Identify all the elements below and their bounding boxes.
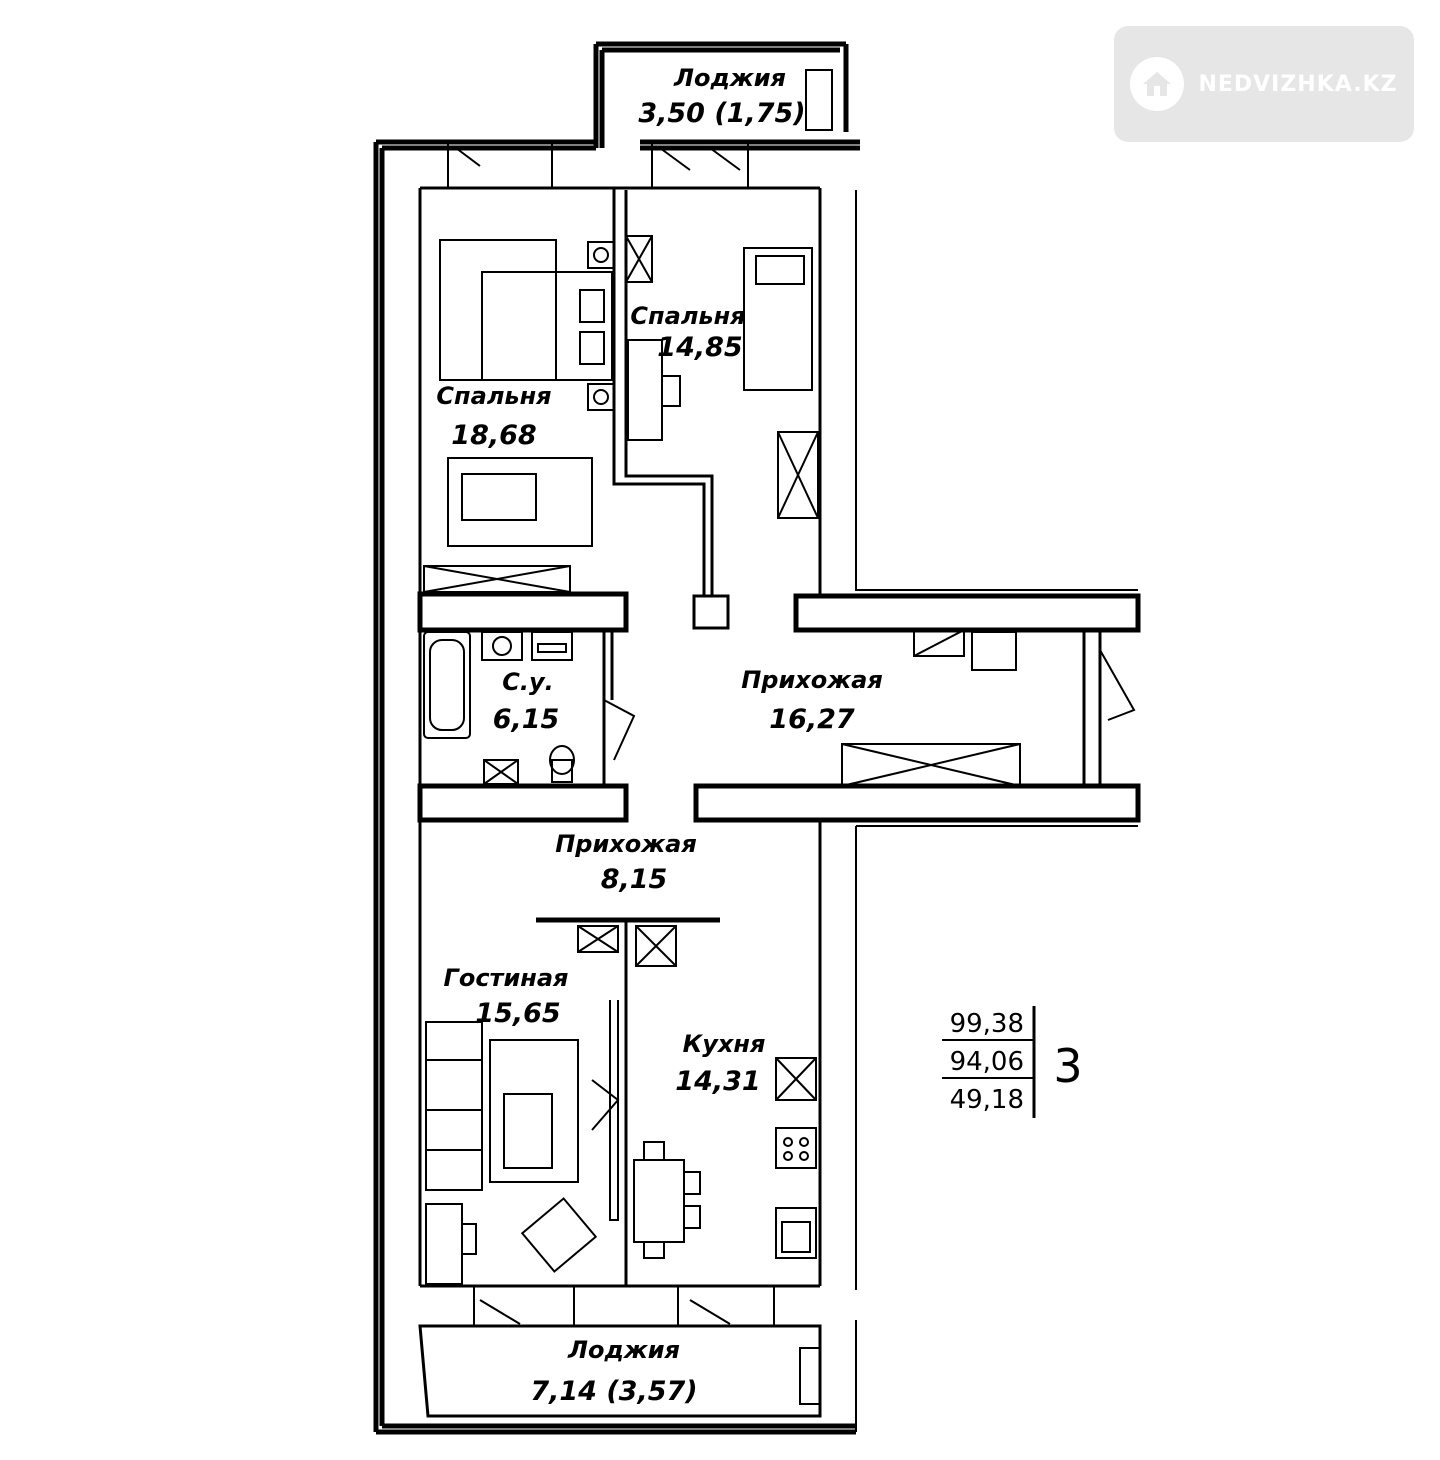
hall-small-name: Прихожая (555, 830, 697, 858)
windows (447, 69, 833, 1405)
living-area: 49,18 (950, 1085, 1024, 1115)
house-icon (1130, 57, 1185, 111)
watermark-brand: NEDVIZHKA.KZ (1198, 71, 1398, 97)
reduced-area: 94,06 (950, 1047, 1024, 1077)
living-room-furniture (425, 925, 620, 1285)
watermark: NEDVIZHKA.KZ (1114, 26, 1414, 142)
bedroom-2-name: Спальня (630, 302, 745, 330)
living-room-name: Гостиная (444, 964, 569, 992)
bathroom-fixtures (423, 631, 636, 785)
hall-main-area: 16,27 (769, 704, 855, 735)
rooms-count: 3 (1053, 1039, 1082, 1093)
room-labels: Лоджия 3,50 (1,75) Спальня 18,68 Спальня… (436, 64, 882, 1407)
hall-fixtures (841, 629, 1021, 787)
bathroom-area: 6,15 (493, 704, 560, 735)
bedroom-1-area: 18,68 (451, 420, 536, 451)
exterior-walls (373, 41, 1141, 1435)
bedroom-2-area: 14,85 (657, 332, 742, 363)
bathroom-name: С.у. (502, 668, 554, 696)
total-area: 99,38 (950, 1009, 1024, 1039)
bedroom-1-furniture (423, 239, 615, 593)
bedroom-2-furniture (625, 235, 819, 519)
loggia-top-name: Лоджия (673, 64, 786, 92)
hall-small-area: 8,15 (601, 864, 668, 895)
kitchen-area: 14,31 (675, 1066, 760, 1097)
kitchen-furniture (633, 925, 817, 1259)
interior-walls (417, 188, 1136, 1286)
kitchen-name: Кухня (683, 1030, 766, 1058)
living-room-area: 15,65 (475, 998, 560, 1029)
loggia-bottom-area: 7,14 (3,57) (530, 1376, 697, 1407)
loggia-bottom-name: Лоджия (567, 1336, 680, 1364)
hall-main-name: Прихожая (741, 666, 883, 694)
loggia-top-area: 3,50 (1,75) (638, 98, 805, 129)
bedroom-1-name: Спальня (436, 382, 551, 410)
area-summary: 99,38 94,06 49,18 3 (942, 1006, 1083, 1118)
